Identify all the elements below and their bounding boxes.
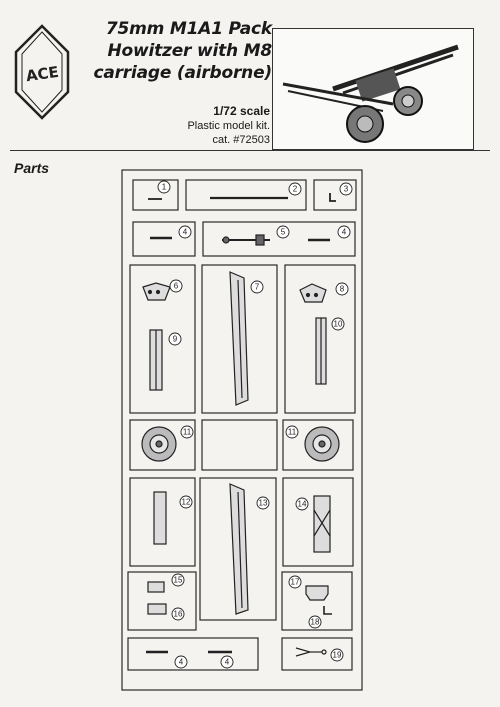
title-line-2: Howitzer with M8 <box>107 41 272 61</box>
cell-part-19 <box>281 637 353 671</box>
part-6-shape <box>142 282 171 301</box>
sprue-frame <box>121 169 363 691</box>
cell-parts-15-16 <box>127 571 197 631</box>
part-14-shape <box>313 495 331 553</box>
label-part-3: 3 <box>344 185 349 194</box>
part-18-shape <box>323 606 332 615</box>
part-7-shape <box>229 271 249 406</box>
cell-part-5 <box>202 221 356 257</box>
catalog-number: cat. #72503 <box>212 134 271 146</box>
label-part-15: 15 <box>174 576 183 585</box>
label-part-10: 10 <box>334 320 343 329</box>
part-10-shape <box>315 317 327 385</box>
label-part-13: 13 <box>259 499 268 508</box>
label-part-19: 19 <box>333 651 342 660</box>
parts-heading: Parts <box>14 160 50 176</box>
cell-part-2 <box>185 179 307 211</box>
label-part-11: 11 <box>288 428 297 437</box>
part-15-shape <box>147 581 165 593</box>
part-3-shape <box>329 193 336 202</box>
kit-type: Plastic model kit. <box>187 120 270 132</box>
cell-parts-17-18 <box>281 571 353 631</box>
part-5-shape <box>222 234 270 246</box>
label-part-2: 2 <box>293 185 298 194</box>
cell-part-13 <box>199 477 277 621</box>
label-part-5: 5 <box>281 228 286 237</box>
cell-part-1 <box>132 179 179 211</box>
part-11b-wheel <box>304 426 340 462</box>
part-17-shape <box>305 585 329 601</box>
ace-logo: ACE <box>14 24 70 120</box>
label-part-7: 7 <box>255 283 260 292</box>
cell-part-7 <box>201 264 278 414</box>
title-line-1: 75mm M1A1 Pack <box>105 19 272 39</box>
cell-parts-8-10 <box>284 264 356 414</box>
part-9-shape <box>149 329 163 391</box>
label-part-6: 6 <box>174 282 179 291</box>
label-part-1: 1 <box>162 183 167 192</box>
cell-part-14 <box>282 477 354 567</box>
cell-part-4b <box>127 637 259 671</box>
part-13-shape <box>229 483 249 615</box>
label-part-14: 14 <box>298 500 307 509</box>
label-part-12: 12 <box>182 498 191 507</box>
scale-label: 1/72 scale <box>213 104 270 118</box>
label-part-16: 16 <box>174 610 183 619</box>
kit-info: Plastic model kit. cat. #72503 <box>150 119 270 147</box>
cell-part-11a <box>129 419 196 471</box>
cell-parts-6-9 <box>129 264 196 414</box>
cell-part-11b <box>282 419 354 471</box>
cell-part-12 <box>129 477 196 567</box>
label-part-4: 4 <box>183 228 188 237</box>
header-divider <box>10 150 490 151</box>
label-part-4: 4 <box>225 658 230 667</box>
label-part-18: 18 <box>311 618 320 627</box>
svg-text:ACE: ACE <box>25 63 60 85</box>
part-12-shape <box>153 491 167 545</box>
cell-part-4a <box>132 221 196 257</box>
cell-part-3 <box>313 179 357 211</box>
label-part-9: 9 <box>173 335 178 344</box>
label-part-4: 4 <box>342 228 347 237</box>
kit-title: 75mm M1A1 Pack Howitzer with M8 carriage… <box>82 18 272 84</box>
title-line-3: carriage (airborne) <box>93 63 272 83</box>
cell-empty <box>201 419 278 471</box>
part-16-shape <box>147 603 167 615</box>
label-part-8: 8 <box>340 285 345 294</box>
part-19-shape <box>295 647 327 657</box>
label-part-4: 4 <box>179 658 184 667</box>
part-11a-wheel <box>141 426 177 462</box>
part-8-shape <box>299 283 327 303</box>
label-part-17: 17 <box>291 578 300 587</box>
howitzer-photo <box>272 28 474 150</box>
label-part-11: 11 <box>183 428 192 437</box>
